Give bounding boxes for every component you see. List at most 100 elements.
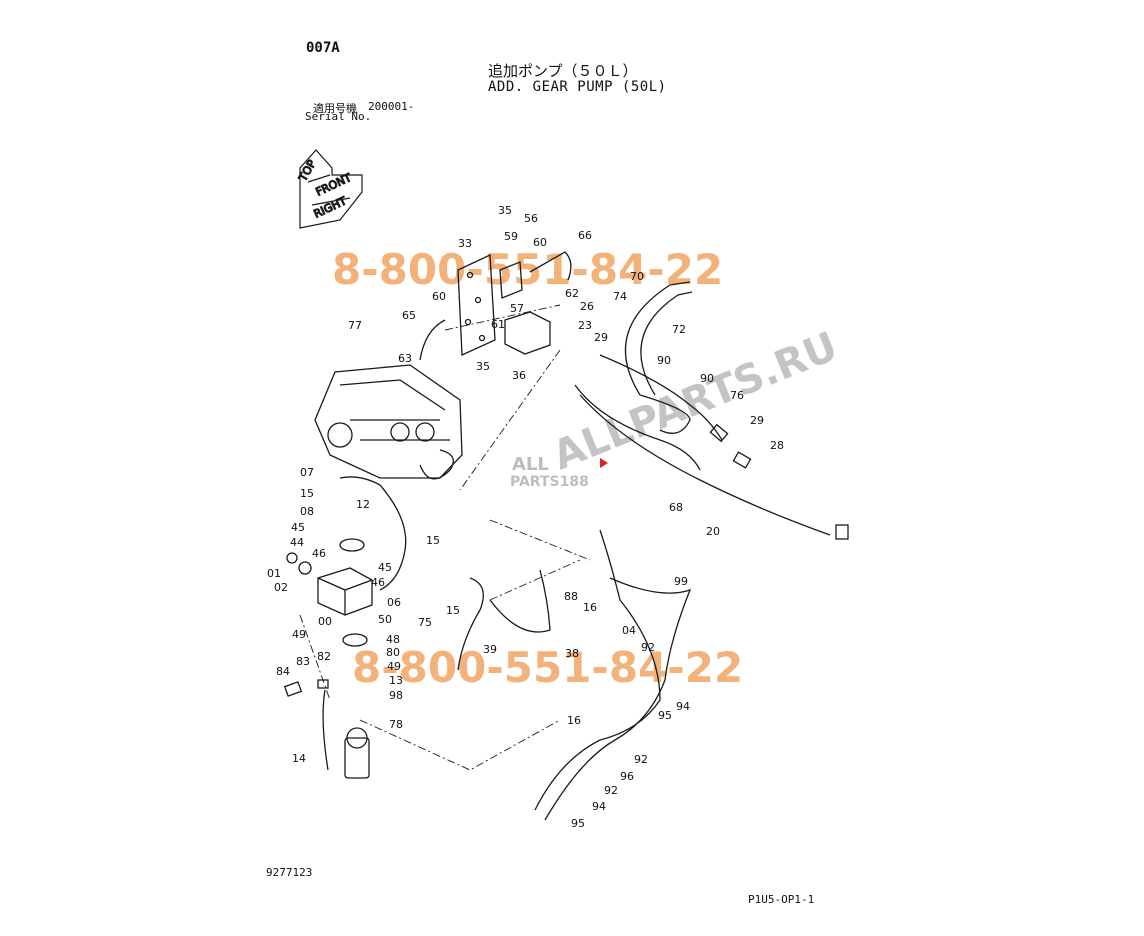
callout-label: 95 [658, 709, 672, 722]
callout-label: 23 [578, 319, 592, 332]
callout-label: 56 [524, 212, 538, 225]
callout-label: 94 [676, 700, 690, 713]
logo-red-mark [600, 458, 608, 468]
callout-label: 49 [387, 660, 401, 673]
filter-housing [344, 737, 370, 779]
callout-label: 60 [432, 290, 446, 303]
callout-label: 45 [378, 561, 392, 574]
tube-14 [322, 689, 329, 771]
callout-label: 66 [578, 229, 592, 242]
callout-label: 57 [510, 302, 524, 315]
callout-label: 60 [533, 236, 547, 249]
callout-label: 92 [634, 753, 648, 766]
callout-label: 92 [604, 784, 618, 797]
callout-label: 49 [292, 628, 306, 641]
small-valve [499, 261, 523, 299]
fitting-28 [732, 451, 752, 469]
callout-label: 77 [348, 319, 362, 332]
hose-74 [599, 354, 723, 441]
callout-label: 96 [620, 770, 634, 783]
callout-label: 45 [291, 521, 305, 534]
callout-label: 39 [483, 643, 497, 656]
callout-label: 61 [491, 318, 505, 331]
callout-label: 29 [594, 331, 608, 344]
callout-label: 07 [300, 466, 314, 479]
gear-pump [317, 567, 373, 616]
hose-70-inner [640, 291, 693, 396]
fitting-76 [709, 423, 729, 443]
callout-label: 02 [274, 581, 288, 594]
callout-label: 74 [613, 290, 627, 303]
main-pump-outline [314, 364, 463, 479]
page-reference: P1U5-OP1-1 [748, 893, 815, 906]
callout-label: 88 [564, 590, 578, 603]
callout-label: 90 [700, 372, 714, 385]
callout-label: 16 [583, 601, 597, 614]
component-drawing [283, 251, 849, 821]
hose-clamp-90 [639, 394, 691, 434]
callout-label: 46 [312, 547, 326, 560]
watermark-logo: ALL PARTS188 [510, 454, 608, 490]
watermark-phone-bottom: 8-800-551-84-22 [352, 643, 743, 692]
callout-label: 70 [630, 270, 644, 283]
serial-label-english: Serial No. [305, 110, 372, 123]
callout-label: 15 [426, 534, 440, 547]
hose-68-end [835, 524, 849, 540]
pump-flange [327, 422, 353, 448]
pipe-07 [339, 476, 407, 591]
callout-label: 14 [292, 752, 306, 765]
valve-block [504, 311, 551, 355]
orientation-indicator: TOP FRONT RIGHT [295, 149, 363, 229]
callout-label: 65 [402, 309, 416, 322]
watermark-site: ALLPARTS.RU [547, 323, 844, 479]
callout-label: 83 [296, 655, 310, 668]
callout-label: 99 [674, 575, 688, 588]
callout-label: 46 [371, 576, 385, 589]
callout-label: 48 [386, 633, 400, 646]
callout-label: 13 [389, 674, 403, 687]
watermark-phone-top: 8-800-551-84-22 [332, 245, 723, 294]
callout-label: 63 [398, 352, 412, 365]
callout-label: 62 [565, 287, 579, 300]
callout-label: 36 [512, 369, 526, 382]
callout-label: 26 [580, 300, 594, 313]
callout-label: 92 [641, 641, 655, 654]
callout-label: 08 [300, 505, 314, 518]
serial-range: 200001- [368, 100, 415, 113]
callout-label: 72 [672, 323, 686, 336]
callout-label: 82 [317, 650, 331, 663]
fitting-84 [283, 681, 303, 697]
hose-70 [624, 281, 691, 396]
hose-99 [534, 529, 661, 811]
callout-label: 28 [770, 439, 784, 452]
callout-label: 20 [706, 525, 720, 538]
callout-label: 15 [300, 487, 314, 500]
callout-label: 76 [730, 389, 744, 402]
hose-68 [574, 384, 701, 471]
flange-48 [342, 633, 368, 647]
callout-label: 33 [458, 237, 472, 250]
callout-label: 59 [504, 230, 518, 243]
callout-label: 35 [498, 204, 512, 217]
serial-label-japanese: 適用号機 [313, 102, 357, 115]
pipe-65 [419, 319, 446, 361]
pipe-66 [529, 251, 572, 281]
document-number: 9277123 [266, 866, 313, 879]
callout-label: 38 [565, 647, 579, 660]
callout-label: 12 [356, 498, 370, 511]
coupling-02 [286, 552, 298, 564]
title-japanese: 追加ポンプ（５０Ｌ） [488, 62, 638, 80]
hose-68-long [579, 394, 831, 536]
seal-01 [298, 561, 312, 575]
callout-label: 15 [446, 604, 460, 617]
callout-label: 75 [418, 616, 432, 629]
title-english: ADD. GEAR PUMP (50L) [488, 79, 667, 95]
callout-label: 35 [476, 360, 490, 373]
watermark-logo-top: ALL [512, 454, 549, 475]
callout-label: 50 [378, 613, 392, 626]
callout-label: 80 [386, 646, 400, 659]
orientation-top-label: TOP [296, 158, 319, 185]
flange-44 [339, 538, 365, 552]
callout-label: 68 [669, 501, 683, 514]
hose-38 [489, 569, 551, 633]
